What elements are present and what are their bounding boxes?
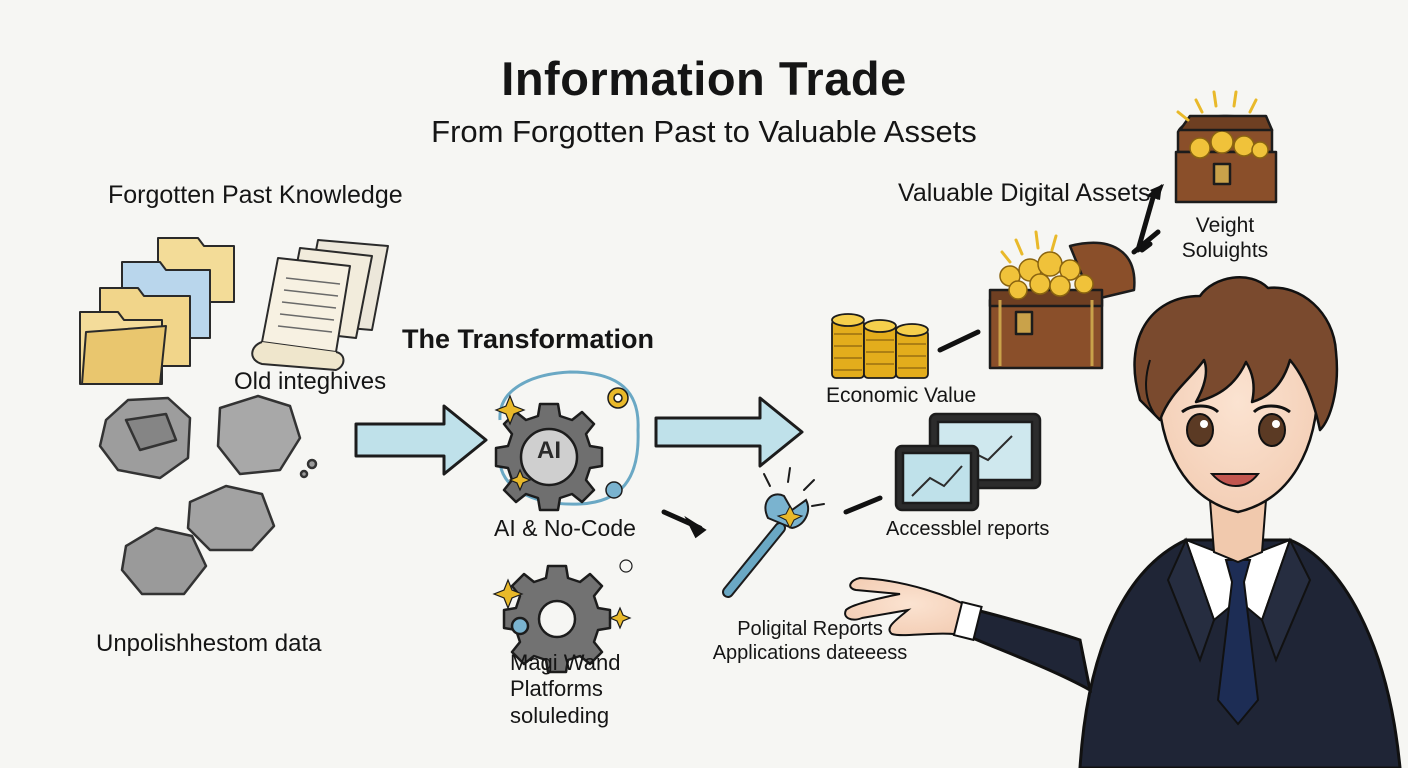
diagram-subtitle: From Forgotten Past to Valuable Assets (431, 114, 977, 149)
connector-arrow (661, 241, 1153, 539)
flow-arrow-left (354, 404, 488, 476)
heading-past-knowledge: Forgotten Past Knowledge (108, 181, 403, 209)
label-chest: Veight Soluights (1181, 214, 1269, 262)
sparkle-icon (494, 394, 532, 492)
eyes (1181, 404, 1291, 447)
tie (1216, 559, 1260, 726)
label-raw-data: Unpolishhestom data (96, 630, 322, 657)
sparkle-icon (1176, 90, 1258, 122)
open-hand (844, 576, 978, 638)
folders-icon (79, 237, 235, 385)
label-digital-reports: Poligital Reports Applications dateeess (712, 618, 908, 665)
diagram-title: Information Trade (501, 52, 907, 105)
raw-data-rocks-icon (98, 394, 318, 596)
presenter-character (844, 276, 1402, 768)
heading-digital-assets: Valuable Digital Assets (898, 179, 1151, 207)
label-economic-value: Economic Value (826, 384, 977, 407)
hair (1133, 276, 1339, 432)
old-papers-icon (251, 239, 389, 371)
magic-wand-icon (722, 467, 825, 598)
connector-arrow (1135, 184, 1162, 253)
label-old-archives: Old integhives (234, 368, 387, 395)
treasure-chest-icon (988, 241, 1136, 370)
label-magic-wand-platforms: Magi Wand Platforms soluleding (510, 650, 621, 728)
ai-gear-label: AI (537, 437, 561, 464)
mouth (1209, 473, 1261, 487)
sparkle-icon (492, 559, 633, 630)
sparkle-icon (1000, 230, 1058, 264)
coin-stacks-icon (831, 313, 929, 379)
flow-arrow-right (654, 396, 804, 468)
platform-gear-icon (502, 564, 612, 674)
label-ai-no-code: AI & No-Code (494, 515, 636, 541)
label-accessible-reports: Accessblel reports (886, 518, 1050, 540)
ai-transformation-icon (494, 370, 640, 512)
small-treasure-chest-icon (1174, 114, 1278, 204)
tablets-icon (894, 412, 1042, 512)
small-gear-icon (605, 387, 629, 499)
heading-transformation: The Transformation (402, 324, 655, 354)
